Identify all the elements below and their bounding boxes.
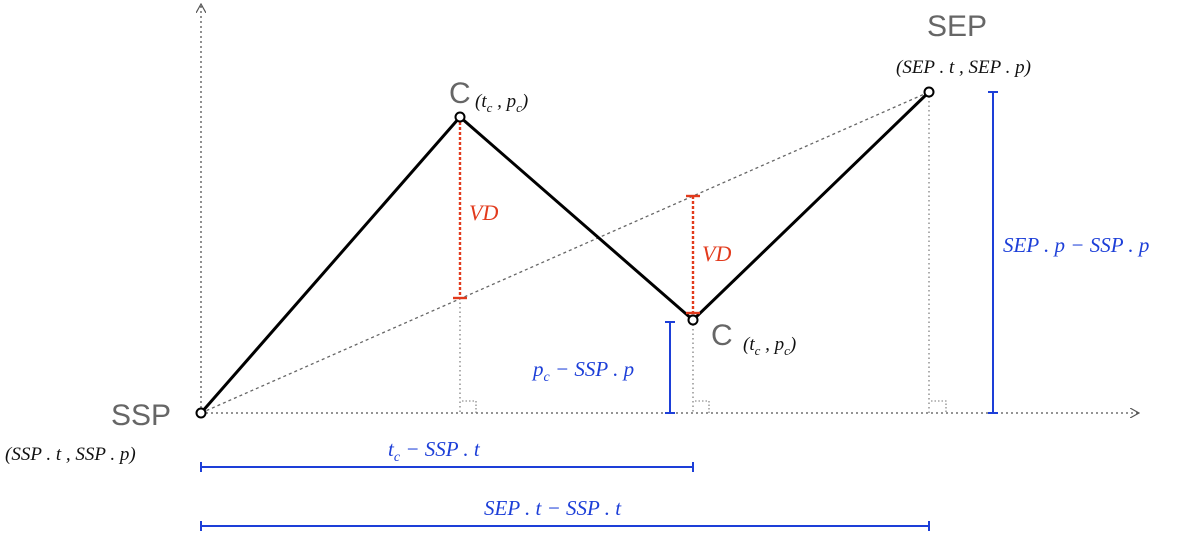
- c2-label: C: [711, 319, 733, 352]
- right-angle-marker-3: [931, 400, 947, 413]
- right-angle-marker-1: [462, 400, 477, 413]
- ssp-sep-trend-line: [200, 91, 930, 414]
- sep-p-minus-ssp-p-label: SEP . p − SSP . p: [1003, 233, 1149, 257]
- c2-point: [687, 314, 699, 326]
- vd1-label: VD: [469, 200, 498, 225]
- c1-label: C: [449, 77, 471, 110]
- sep-t-minus-ssp-t-label: SEP . t − SSP . t: [484, 496, 622, 520]
- c1-point: [454, 111, 466, 123]
- price-path: [199, 90, 931, 414]
- ssp-coord-label: (SSP . t , SSP . p): [5, 444, 136, 465]
- sep-point: [923, 86, 935, 98]
- sep-coord-label: (SEP . t , SEP . p): [896, 57, 1031, 78]
- pc-minus-ssp-p-label: pc − SSP . p: [531, 357, 634, 385]
- sep-label: SEP: [927, 10, 987, 43]
- ssp-point: [195, 407, 207, 419]
- c1-coord-label: (tc , pc): [475, 91, 528, 115]
- ssp-label: SSP: [111, 399, 171, 432]
- vd2-label: VD: [702, 241, 731, 266]
- right-angle-marker-2: [695, 400, 710, 413]
- c2-coord-label: (tc , pc): [743, 334, 796, 358]
- tc-minus-ssp-t-label: tc − SSP . t: [388, 437, 481, 465]
